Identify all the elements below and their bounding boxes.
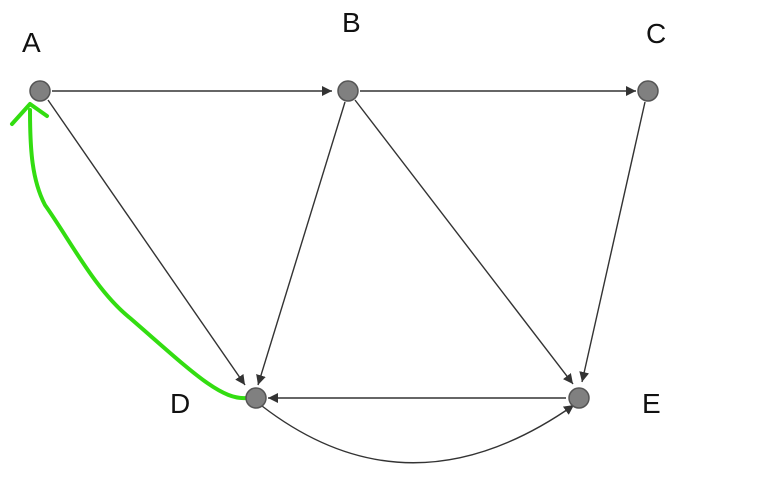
edge-c-e: [579, 101, 646, 383]
edge-b-e: [354, 99, 574, 385]
node-c: [637, 80, 659, 102]
annotation-arrowhead: [10, 102, 49, 126]
annotation-d-to-a: [10, 102, 248, 401]
node-label-e: E: [642, 388, 661, 419]
edge-a-d: [47, 99, 246, 386]
annotation-stroke: [28, 108, 248, 401]
node-label-a: A: [22, 27, 41, 58]
node-label-d: D: [170, 388, 190, 419]
edges: [47, 86, 646, 464]
node-b: [337, 80, 359, 102]
edge-b-d: [256, 101, 346, 386]
node-label-c: C: [646, 18, 666, 49]
node-d: [245, 387, 267, 409]
nodes: [29, 80, 659, 409]
node-a: [29, 80, 51, 102]
node-label-b: B: [342, 7, 361, 38]
node-e: [568, 387, 590, 409]
edge-d-e-curved: [261, 404, 575, 464]
node-labels: A B C D E: [22, 7, 666, 419]
